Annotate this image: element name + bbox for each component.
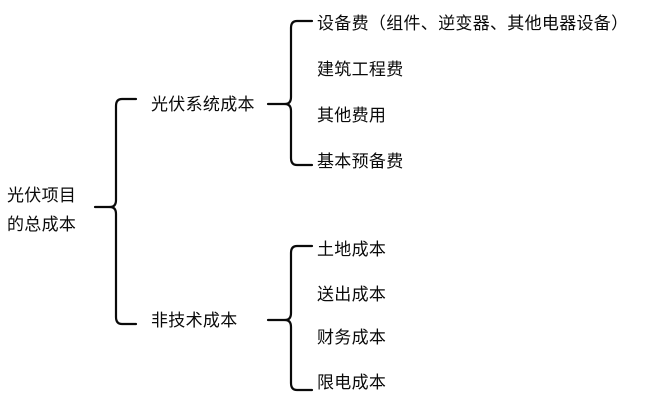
branch-2-bracket [283,244,314,392]
branch-label-pv-system-cost: 光伏系统成本 [151,95,255,115]
root-bracket [108,97,138,326]
root-label-line-2: 的总成本 [7,215,77,235]
root-label-line-1: 光伏项目 [7,186,77,206]
branch-label-non-technical-cost: 非技术成本 [151,311,238,331]
leaf-label-equipment-cost: 设备费（组件、逆变器、其他电器设备） [317,14,629,34]
branch-1-bracket [283,19,314,167]
leaf-label-financial-cost: 财务成本 [317,328,387,348]
leaf-label-construction-cost: 建筑工程费 [317,60,404,80]
leaf-label-curtailment-cost: 限电成本 [317,373,387,393]
leaf-label-other-cost: 其他费用 [317,106,387,126]
leaf-label-basic-reserve-cost: 基本预备费 [317,152,404,172]
leaf-label-transmission-cost: 送出成本 [317,285,387,305]
root-node-label: 光伏项目 的总成本 [7,182,76,240]
leaf-label-land-cost: 土地成本 [317,240,387,260]
